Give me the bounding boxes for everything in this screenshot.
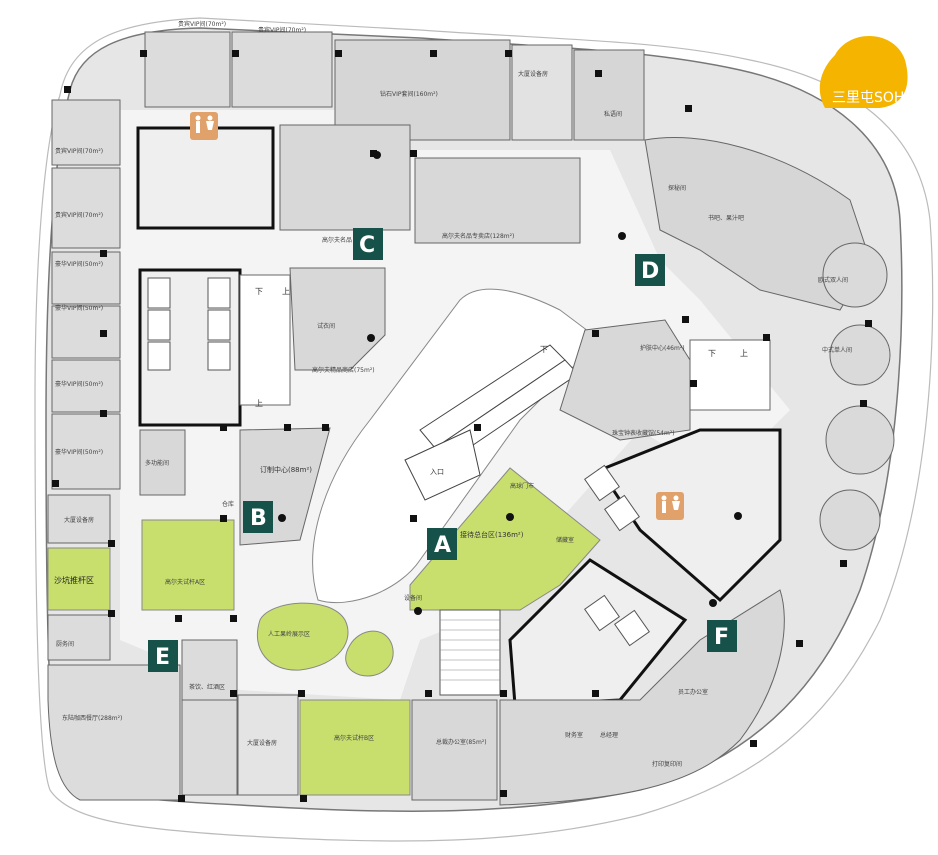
bookbar-label: 书吧、果汁吧: [708, 214, 744, 222]
marker-b-label: B: [250, 506, 267, 531]
reception-green: [409, 467, 601, 611]
structural-columns: [52, 50, 872, 802]
private-lounge-label: 私语间: [604, 110, 622, 118]
lux-room1-label: 豪华VIP间(50m²): [55, 260, 103, 268]
escalator-bottom: [439, 609, 501, 696]
golf-shop-label: 高尔夫名品专卖店(128m²): [442, 232, 514, 240]
diamond-vip-label: 钻石VIP套间(160m²): [380, 90, 438, 98]
marker-e[interactable]: E: [148, 640, 178, 672]
care-watch-area: 护肤中心(46m²) 珠宝钟表收藏馆(54m²) 下 上: [559, 319, 771, 441]
lux-room4-label: 豪华VIP间(50m²): [55, 448, 103, 456]
vip-top2-label: 贵宾VIP间(70m²): [258, 26, 306, 34]
entrance-block[interactable]: 入口: [404, 429, 481, 501]
bottom-left-area: 大厦设备房 厨务间 东陆咖西餐厅(288m²) 茶饮、红酒区 大厦设备房: [47, 494, 299, 801]
core-right: [508, 428, 782, 707]
artificial-label: 人工果岭展示区: [268, 630, 310, 638]
soho-logo: 三里屯SOHO: [819, 36, 915, 108]
golf-b-label: 高尔夫试杆B区: [334, 734, 374, 742]
multi-func-label: 多功能间: [145, 459, 169, 467]
stair-up-label-3: 上: [282, 287, 290, 296]
entrance-label: 入口: [430, 468, 444, 476]
golf-a-label: 高尔夫试杆A区: [165, 578, 205, 586]
marker-f[interactable]: F: [707, 620, 737, 652]
print-label: 打印复印间: [652, 760, 682, 768]
green-zones: 接待总台区(136m²) 高球门市 高尔夫试杆A区 沙坑推杆区 人工果岭展示区 …: [47, 467, 601, 796]
store-label: 仓库: [222, 500, 234, 508]
vip-left2-label: 贵宾VIP间(70m²): [55, 211, 103, 219]
equipment-top-label: 大厦设备房: [518, 70, 548, 78]
marker-c-label: C: [359, 233, 375, 258]
storage-small-label: 储藏室: [556, 536, 574, 544]
stair-down-label: 下: [540, 345, 548, 354]
restaurant-label: 东陆咖西餐厅(288m²): [62, 714, 122, 722]
finance-label: 财务室: [565, 731, 583, 739]
chinese-single-label: 中式单人间: [822, 346, 852, 354]
marker-b[interactable]: B: [243, 501, 273, 533]
restroom-icon-1: [190, 112, 218, 140]
japan-double-label: 欧式双人间: [818, 276, 848, 284]
tea-label: 茶饮、红酒区: [189, 683, 225, 691]
vip-top1-label: 贵宾VIP间(70m²): [178, 20, 226, 28]
equipment-left-label: 大厦设备房: [64, 516, 94, 524]
watch-store-label: 珠宝钟表收藏馆(54m²): [612, 429, 675, 437]
golf-door-label: 高球门市: [510, 482, 534, 490]
round-columns: [278, 151, 742, 615]
vip-rooms-left: 贵宾VIP间(70m²) 贵宾VIP间(70m²) 豪华VIP间(50m²) 豪…: [51, 99, 121, 490]
cigar-label: 探秘间: [668, 184, 686, 192]
restroom-icon-2: [656, 492, 684, 520]
marker-d[interactable]: D: [635, 254, 665, 286]
right-lounge: 探秘间 书吧、果汁吧 欧式双人间 中式单人间: [644, 137, 895, 551]
golf-shop-area: 高尔夫名品专卖店(128m²) 高尔夫名品: [279, 124, 581, 244]
stair-down-label-5: 下: [708, 349, 716, 358]
sandpit-label: 沙坑推杆区: [54, 575, 94, 585]
core-left: 下 上 上: [136, 126, 328, 427]
marker-c[interactable]: C: [353, 228, 383, 260]
golf-fine-label: 高尔夫精品商店(75m²): [312, 366, 375, 374]
marker-d-label: D: [641, 259, 659, 284]
marker-f-label: F: [714, 625, 729, 650]
marker-a-label: A: [434, 533, 451, 558]
stair-down-label-3: 下: [255, 287, 263, 296]
care-center-label: 护肤中心(46m²): [640, 344, 685, 352]
golf-brand-label: 高尔夫名品: [322, 236, 352, 244]
stair-up-label-4: 上: [255, 399, 263, 408]
fitting-label: 试衣间: [317, 322, 335, 330]
vip-left1-label: 贵宾VIP间(70m²): [55, 147, 103, 155]
golf-fine-store: 试衣间 高尔夫精品商店(75m²): [289, 267, 386, 374]
stair-up-label-5: 上: [740, 349, 748, 358]
marker-a[interactable]: A: [427, 528, 457, 560]
logo-text: 三里屯SOHO: [832, 90, 915, 106]
lux-room2-label: 豪华VIP间(50m²): [55, 304, 103, 312]
marker-e-label: E: [155, 645, 170, 670]
vip-rooms-top: 贵宾VIP间(70m²) 贵宾VIP间(70m²) 钻石VIP套间(160m²)…: [144, 20, 645, 141]
kitchen-label: 厨务间: [56, 640, 74, 648]
site-outline: [34, 17, 934, 842]
manager-label: 总经理: [600, 731, 618, 739]
order-center-label: 订制中心(88m²): [260, 465, 312, 474]
staff-office-label: 员工办公室: [678, 688, 708, 696]
gm-office-label: 总裁办公室(85m²): [436, 738, 487, 746]
equipment-bottom-label: 大厦设备房: [247, 739, 277, 747]
reception-label: 接待总台区(136m²): [460, 530, 524, 539]
equipment-mid-label: 设备间: [404, 594, 422, 602]
lux-room3-label: 豪华VIP间(50m²): [55, 380, 103, 388]
